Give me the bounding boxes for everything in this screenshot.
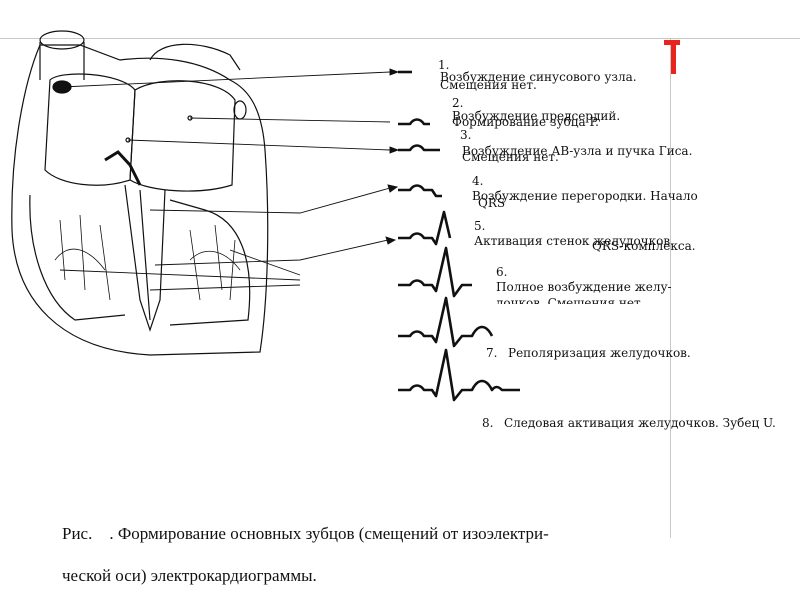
heart-outline (11, 44, 269, 356)
ecg-trace-3 (398, 144, 440, 152)
step-2-number: 2. (452, 96, 464, 110)
pointer-4 (149, 187, 391, 214)
step-6-label: Полное возбуждение желу- (496, 280, 672, 294)
step-5-label: Активация стенок желудочков. (474, 234, 674, 248)
ecg-trace-8 (398, 348, 520, 402)
step-7-label: Реполяризация желудочков. (508, 346, 691, 360)
ecg-trace-4 (398, 184, 442, 198)
step-8-number: 8. (482, 416, 494, 430)
pointer-6 (149, 284, 301, 291)
step-3-overlap: Смещения нет. (462, 150, 559, 164)
red-title-fragment (664, 40, 680, 74)
his-bundle (104, 150, 142, 186)
figure-caption-line-2: ческой оси) электрокардиограммы. (62, 566, 317, 585)
step-4-overlap: QRS (478, 196, 506, 210)
aorta (39, 30, 85, 50)
septum (124, 184, 166, 332)
step-1-number: 1. (438, 58, 450, 72)
pointer-1 (61, 71, 391, 88)
step-2-overlap: Формирование зубца P. (452, 115, 599, 129)
step-3-label: Возбуждение АВ-узла и пучка Гиса. (462, 144, 693, 158)
frame-top-line (0, 38, 800, 39)
step-6-number: 6. (496, 265, 508, 279)
ecg-trace-6 (398, 246, 472, 298)
ecg-trace-5 (398, 210, 452, 246)
frame-right-line (670, 38, 671, 538)
pointer-2 (189, 117, 391, 123)
step-5-overlap: QRS-комплекса. (592, 239, 696, 253)
figure-caption-line-1: Рис. . Формирование основных зубцов (сме… (62, 524, 549, 543)
step-7-number: 7. (486, 346, 498, 360)
step-4-label: Возбуждение перегородки. Начало (472, 189, 698, 203)
ecg-trace-7 (398, 296, 494, 348)
right-atrium (129, 80, 236, 192)
step-8-label: Следовая активация желудочков. Зубец U. (504, 416, 776, 430)
ecg-trace-2 (398, 118, 430, 126)
step-1-label: Возбуждение синусового узла. (440, 70, 637, 84)
step-6-overlap: дочков. Смещения нет. (496, 296, 645, 304)
step-2-label: Возбуждение предсердий. (452, 109, 621, 123)
pointer-5 (154, 239, 389, 266)
step-3-number: 3. (460, 128, 472, 142)
step-5-number: 5. (474, 219, 486, 233)
step-4-number: 4. (472, 174, 484, 188)
step-1-overlap: Смещения нет. (440, 78, 537, 92)
pointer-3 (127, 139, 391, 151)
